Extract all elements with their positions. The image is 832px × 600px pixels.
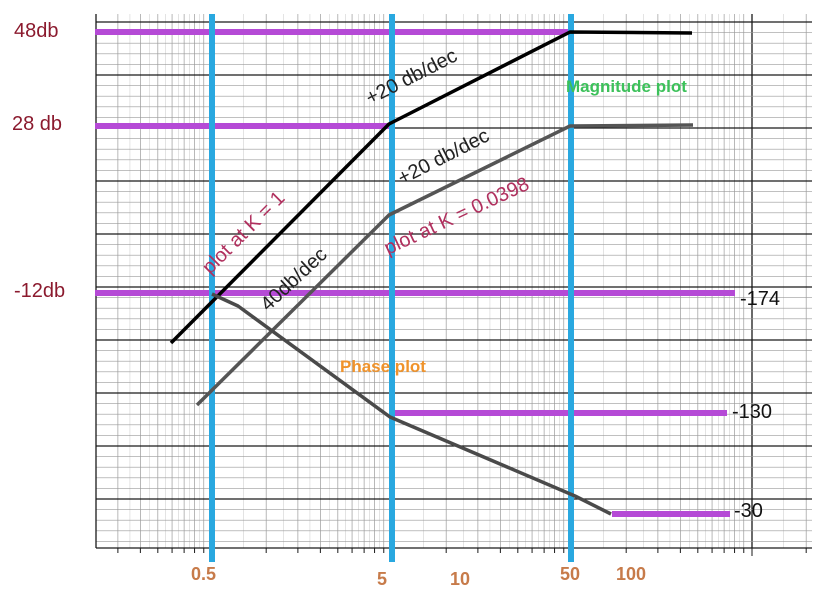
- label-28db: 28 db: [12, 113, 62, 135]
- label-m174: -174: [740, 288, 780, 310]
- phase-plot-title: Phase plot: [340, 357, 426, 376]
- magnitude-plot-title: Magnitude plot: [566, 77, 687, 96]
- label-m130: -130: [732, 401, 772, 423]
- right-phase-labels: -174 -130 -30: [732, 288, 780, 522]
- annotations: Magnitude plot Phase plot +20 db/dec +20…: [198, 45, 687, 376]
- label-m12db: -12db: [14, 280, 65, 302]
- phase-curve: [211, 292, 612, 516]
- magnitude-curve-k1: [169, 30, 693, 345]
- x-axis-labels: 0.5 5 10 50 100: [191, 564, 646, 589]
- guide-lines: [95, 14, 735, 562]
- grid: [95, 14, 812, 556]
- tick-label-100: 100: [616, 564, 646, 584]
- tick-label-0-5: 0.5: [191, 564, 216, 584]
- left-axis-labels: 48db 28 db -12db: [12, 20, 65, 302]
- tick-label-50: 50: [560, 564, 580, 584]
- label-m30: -30: [734, 500, 763, 522]
- tick-label-5: 5: [377, 569, 387, 589]
- magnitude-curve-k2: [195, 123, 694, 407]
- curves: [169, 30, 694, 516]
- tick-label-10: 10: [450, 569, 470, 589]
- label-48db: 48db: [14, 20, 59, 42]
